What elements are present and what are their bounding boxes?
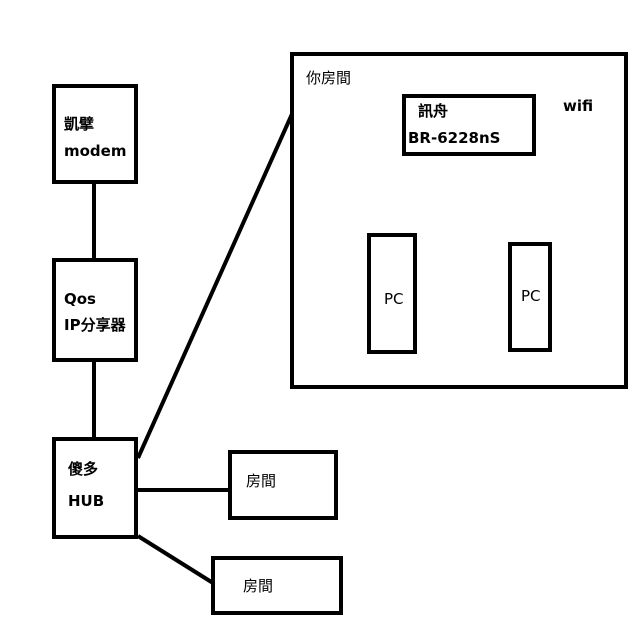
pc-right-box <box>508 242 552 352</box>
room-bottom-box <box>211 556 343 615</box>
link-hub-yourroom <box>136 113 294 459</box>
pc-right-label: PC <box>521 287 541 305</box>
ip-sharer-box <box>52 258 138 362</box>
your-room-label: 你房間 <box>306 69 352 87</box>
ip-sharer-label-line1: Qos <box>64 290 96 308</box>
router-label-line2: BR-6228nS <box>408 129 501 147</box>
hub-label-line2: HUB <box>68 492 105 510</box>
modem-box <box>52 84 138 184</box>
pc-left-box <box>367 233 417 354</box>
modem-label-line1: 凱擘 <box>64 115 95 133</box>
link-hub-room-bottom <box>136 534 215 585</box>
router-label-line1: 訊舟 <box>418 102 449 120</box>
room-right-label: 房間 <box>246 472 277 490</box>
room-bottom-label: 房間 <box>243 577 274 595</box>
hub-label-line1: 傻多 <box>68 460 99 478</box>
hub-box <box>52 437 138 539</box>
room-right-box <box>228 450 338 520</box>
router-box <box>402 94 536 156</box>
ip-sharer-label-line2: IP分享器 <box>64 316 126 334</box>
pc-left-label: PC <box>384 290 404 308</box>
modem-label-line2: modem <box>64 142 127 160</box>
wifi-label: wifi <box>563 97 594 115</box>
